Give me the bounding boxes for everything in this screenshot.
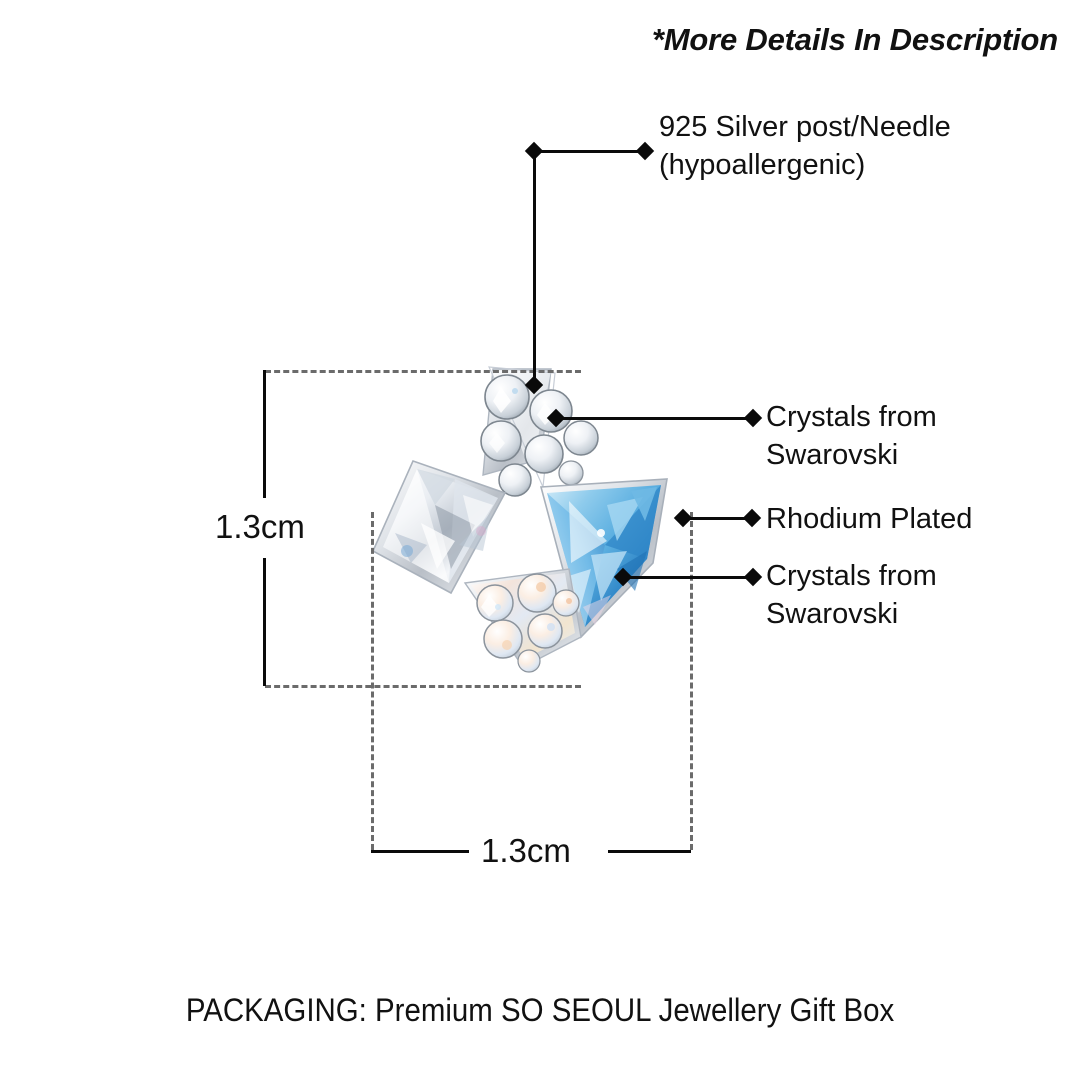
leader-marker-silver-post-text [635,141,655,161]
product-image [371,366,668,673]
leader-line-silver-post-vertical [533,150,536,385]
height-dimension-label: 1.3cm [215,508,305,545]
leader-line-silver-post [533,150,645,153]
more-details-note: *More Details In Description [651,22,1058,57]
packaging-note: PACKAGING: Premium SO SEOUL Jewellery Gi… [185,992,895,1028]
width-dimension-line-left [371,850,469,853]
annotation-silver-post: 925 Silver post/Needle (hypoallergenic) [659,111,951,181]
leader-marker-silver-post-corner [524,141,544,161]
annotation-crystals-top: Crystals from Swarovski [766,401,937,471]
height-dimension-line-lower [263,558,266,686]
leader-line-crystals-bottom [622,576,753,579]
leader-marker-crystals-top-text [743,408,763,428]
height-guide-top-dash [265,370,581,373]
left-clear-triangle [371,460,507,595]
leader-line-rhodium [682,517,753,520]
top-pave-triangle [480,366,599,497]
leader-marker-rhodium-text [742,508,762,528]
width-guide-left-dash [371,512,374,850]
width-dimension-label: 1.3cm [481,832,571,869]
bottom-ab-triangle [463,568,582,673]
leader-marker-crystals-bottom-text [743,567,763,587]
annotation-crystals-bottom: Crystals from Swarovski [766,560,937,630]
height-dimension-line-upper [263,370,266,498]
height-guide-bottom-dash [265,685,581,688]
width-guide-right-dash [690,512,693,850]
width-dimension-line-right [608,850,691,853]
leader-line-crystals-top [555,417,753,420]
annotation-rhodium-plated: Rhodium Plated [766,503,973,535]
